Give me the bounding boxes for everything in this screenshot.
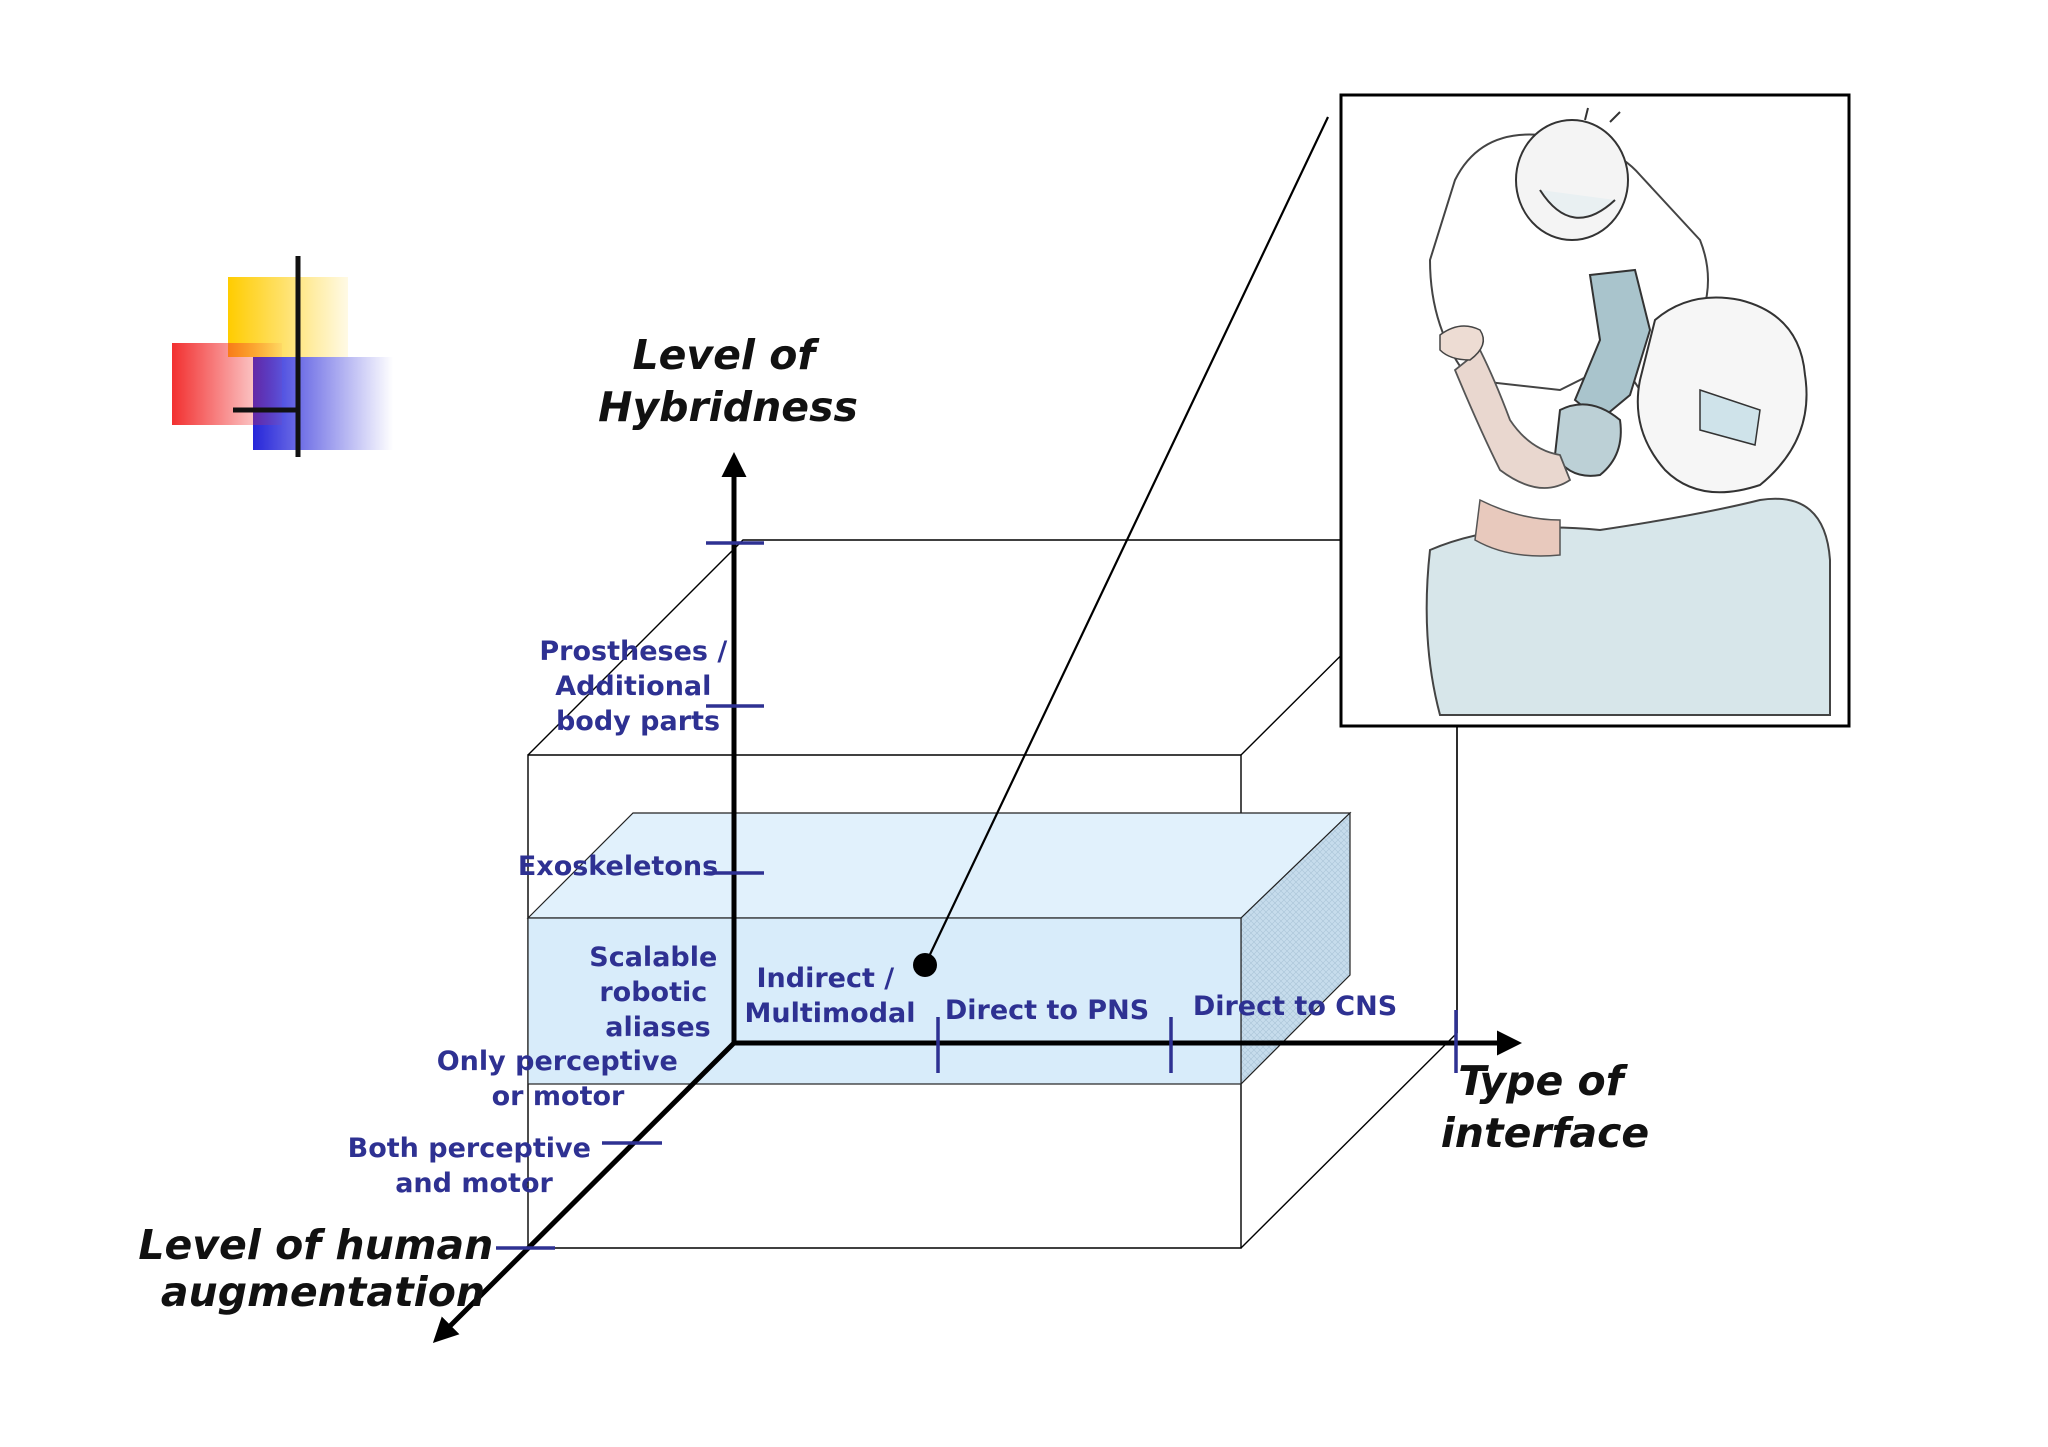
tick-label-scalable-robotic-aliases: Scalable robotic aliases bbox=[589, 942, 726, 1043]
indirect-multimodal-marker bbox=[913, 953, 937, 977]
vertical-axis-title: Level of Hybridness bbox=[598, 331, 858, 431]
tick-label-direct-to-cns: Direct to CNS bbox=[1193, 991, 1397, 1022]
tick-label-indirect-multimodal: Indirect / Multimodal bbox=[745, 963, 916, 1029]
tick-label-prostheses: Prostheses / Additional body parts bbox=[539, 636, 736, 737]
tick-label-exoskeletons: Exoskeletons bbox=[518, 851, 718, 882]
depth-axis-title: Level of human augmentation bbox=[138, 1221, 507, 1316]
tick-label-direct-to-pns: Direct to PNS bbox=[945, 995, 1149, 1026]
horizontal-axis-title: Type of interface bbox=[1441, 1057, 1649, 1157]
surgeon-illustration-icon bbox=[1339, 93, 1851, 728]
callout-line bbox=[924, 116, 1329, 966]
colored-squares-logo-icon bbox=[172, 256, 393, 457]
tick-label-both-perceptive-and-motor: Both perceptive and motor bbox=[348, 1133, 601, 1199]
tick-label-only-perceptive-or-motor: Only perceptive or motor bbox=[437, 1046, 688, 1112]
depth-axis bbox=[432, 1041, 736, 1344]
tick-marks bbox=[496, 541, 1458, 1250]
